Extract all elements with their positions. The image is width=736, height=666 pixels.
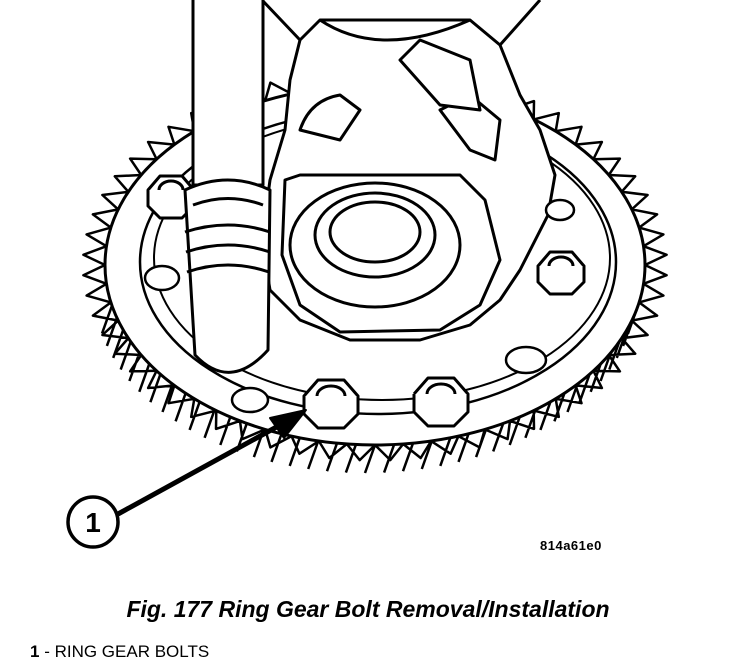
image-code: 814a61e0 <box>540 538 602 553</box>
ring-gear-bolt <box>302 378 360 430</box>
figure-caption: Fig. 177 Ring Gear Bolt Removal/Installa… <box>126 596 610 622</box>
legend-text: RING GEAR BOLTS <box>54 642 210 661</box>
legend-number: 1 <box>30 642 40 661</box>
callout-number: 1 <box>85 507 101 538</box>
side-gear-hub <box>288 181 462 309</box>
callout-leader-arrow <box>116 409 307 517</box>
ring-gear-illustration: 1 <box>66 0 668 549</box>
bolt-holes <box>143 198 576 414</box>
legend-separator: - <box>39 642 55 661</box>
callout-badge <box>66 495 120 549</box>
ring-gear-bolt <box>536 250 586 296</box>
ring-gear-bolt <box>412 376 470 428</box>
legend-item: 1 - RING GEAR BOLTS <box>30 642 209 662</box>
socket-extension-tool <box>183 0 272 374</box>
